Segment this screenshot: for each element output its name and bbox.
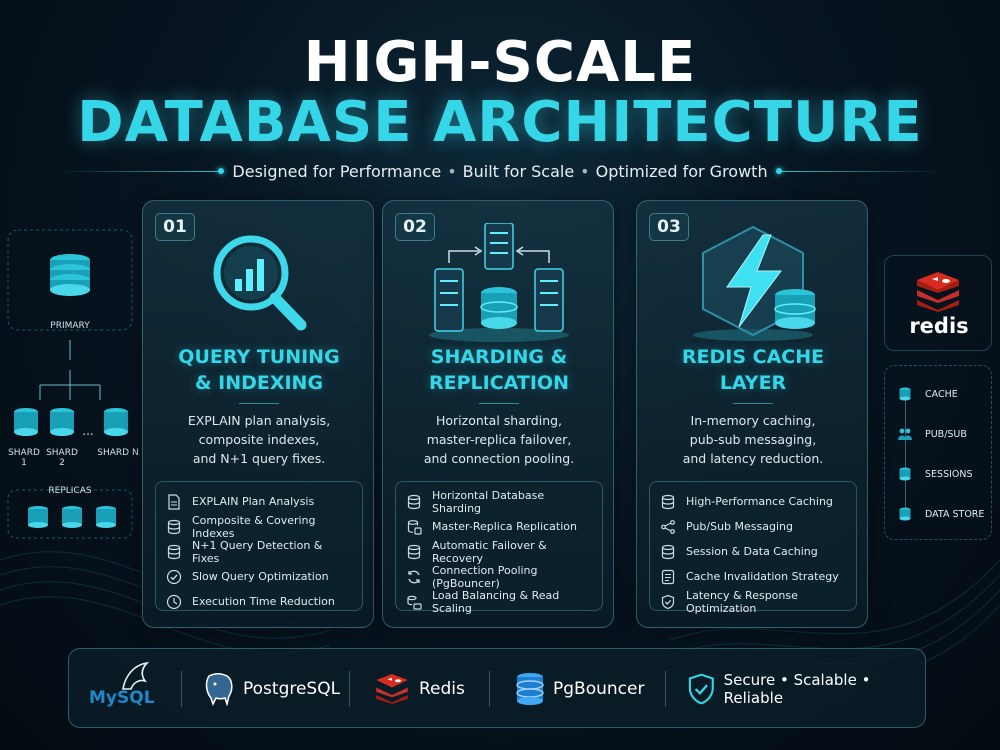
shard-label: SHARD 2	[46, 448, 78, 468]
title-line-1: HIGH-SCALE	[303, 30, 697, 95]
check-circle-icon	[166, 569, 182, 584]
magnifier-chart-icon	[213, 235, 307, 331]
card-description: EXPLAIN plan analysis, composite indexes…	[187, 413, 331, 466]
server-cluster-icon	[429, 223, 569, 342]
tech-pgbouncer: PgBouncer	[515, 649, 644, 729]
list-icon	[661, 569, 675, 584]
primary-database-icon	[50, 254, 90, 296]
tagline-dot-left	[218, 168, 224, 174]
pgbouncer-database-icon	[516, 673, 544, 705]
card-redis-cache: 03 REDIS CACHE LAYER In-memory caching, …	[636, 200, 868, 628]
shard-ellipsis: ...	[82, 424, 94, 438]
lightning-hexagon-icon	[693, 225, 816, 341]
tech-postgresql: PostgreSQL	[203, 649, 340, 729]
card-divider	[733, 403, 773, 404]
list-item: Load Balancing & Read Scaling	[406, 589, 592, 615]
clock-icon	[166, 594, 182, 609]
feature-list: Horizontal Database Sharding Master-Repl…	[395, 481, 603, 615]
shield-check-icon	[688, 673, 714, 705]
replica-database-icons	[28, 506, 116, 528]
list-item: Composite & Covering Indexes	[166, 514, 352, 540]
list-item: EXPLAIN Plan Analysis	[166, 489, 352, 514]
list-item: Pub/Sub Messaging	[660, 514, 846, 539]
redis-brand-panel: redis	[884, 255, 992, 351]
tech-redis: Redis	[373, 649, 465, 729]
shard-label: SHARD N	[97, 448, 139, 458]
tagline-item: Built for Scale	[462, 162, 575, 181]
card-divider	[239, 403, 279, 404]
tagline-item: Designed for Performance	[232, 162, 442, 181]
list-item: Cache Invalidation Strategy	[660, 564, 846, 589]
redis-logo-icon	[376, 674, 408, 704]
list-item: SESSIONS	[897, 466, 973, 482]
feature-list: EXPLAIN Plan Analysis Composite & Coveri…	[155, 481, 363, 611]
card-number: 01	[155, 213, 195, 241]
bar-separator	[349, 671, 350, 707]
primary-label: PRIMARY	[50, 321, 90, 331]
database-copy-icon	[407, 519, 422, 535]
list-item: Session & Data Caching	[660, 539, 846, 564]
card-query-tuning: 01 QUERY TUNING & INDEXING EXPLAIN plan …	[142, 200, 374, 628]
mysql-dolphin-icon	[122, 661, 150, 690]
list-item: Latency & Response Optimization	[660, 589, 846, 615]
card-divider	[479, 403, 519, 404]
bar-separator	[181, 671, 182, 707]
database-icon	[899, 467, 911, 481]
database-icon	[661, 544, 675, 559]
tagline: Designed for Performance•Built for Scale…	[232, 162, 768, 181]
list-item: Connection Pooling (PgBouncer)	[406, 564, 592, 590]
postgresql-elephant-icon	[205, 673, 233, 706]
redis-wordmark: redis	[909, 314, 969, 338]
bar-separator	[665, 671, 666, 707]
people-icon	[898, 428, 912, 440]
card-title: QUERY TUNING & INDEXING	[178, 346, 340, 394]
database-icon	[899, 507, 911, 521]
share-icon	[661, 519, 675, 534]
list-item: PUB/SUB	[897, 426, 967, 442]
card-description: In-memory caching, pub-sub messaging, an…	[682, 413, 824, 466]
redis-logo-icon	[917, 272, 959, 312]
left-architecture-diagram	[7, 229, 133, 539]
database-icon	[167, 519, 181, 534]
replicas-label: REPLICAS	[48, 486, 92, 496]
database-icon	[661, 494, 675, 509]
shard-label: SHARD 1	[8, 448, 40, 468]
list-item: Master-Replica Replication	[406, 514, 592, 539]
tech-mysql: MySQL	[89, 649, 155, 729]
list-item: Automatic Failover & Recovery	[406, 539, 592, 565]
list-item: High-Performance Caching	[660, 489, 846, 514]
title-line-2: DATABASE ARCHITECTURE	[77, 90, 923, 155]
card-title: SHARDING & REPLICATION	[429, 346, 569, 394]
document-icon	[168, 493, 180, 510]
tagline-item: Optimized for Growth	[595, 162, 768, 181]
database-icon	[899, 387, 911, 401]
feature-list: High-Performance Caching Pub/Sub Messagi…	[649, 481, 857, 615]
tagline-divider-right	[780, 171, 940, 172]
connector-line	[905, 394, 906, 514]
card-description: Horizontal sharding, master-replica fail…	[423, 413, 575, 466]
shard-database-icons	[14, 408, 128, 436]
list-item: N+1 Query Detection & Fixes	[166, 539, 352, 565]
balance-icon	[407, 595, 422, 610]
card-title: REDIS CACHE LAYER	[681, 346, 825, 394]
technology-bar: MySQL PostgreSQL Redis PgBouncer	[68, 648, 926, 728]
shield-check-icon	[661, 594, 675, 609]
bar-separator	[489, 671, 490, 707]
database-icon	[407, 494, 421, 509]
redis-features-panel: CACHE PUB/SUB SESSIONS DATA STORE	[884, 365, 992, 540]
list-item: Horizontal Database Sharding	[406, 489, 592, 515]
database-icon	[407, 544, 421, 559]
tagline-divider-left	[60, 171, 220, 172]
list-item: CACHE	[897, 386, 958, 402]
database-icon	[167, 544, 181, 559]
tagline-dot-right	[776, 168, 782, 174]
list-item: Execution Time Reduction	[166, 589, 352, 614]
list-item: Slow Query Optimization	[166, 564, 352, 589]
tech-secure-scalable-reliable: Secure • Scalable • Reliable	[687, 649, 925, 729]
sync-icon	[408, 570, 420, 583]
card-number: 03	[649, 213, 689, 241]
list-item: DATA STORE	[897, 506, 984, 522]
card-sharding-replication: 02 SHARDING & REPLICATION Horizontal sha	[382, 200, 614, 628]
card-number: 02	[395, 213, 435, 241]
